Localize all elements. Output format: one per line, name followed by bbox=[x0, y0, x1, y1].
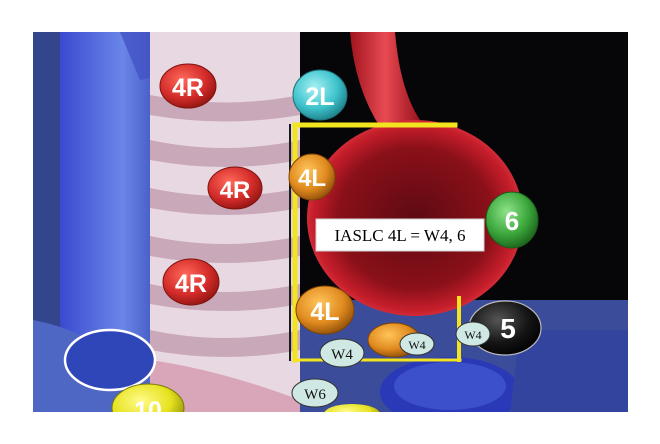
node-10: 10 bbox=[111, 383, 185, 425]
node-label: 4R bbox=[220, 177, 251, 204]
node-label: 4L bbox=[298, 165, 326, 192]
node-label: 6 bbox=[505, 206, 519, 236]
node-2l: 2L bbox=[292, 69, 348, 121]
callout-text: IASLC 4L = W4, 6 bbox=[335, 226, 466, 245]
node-label: 5 bbox=[500, 313, 516, 344]
w-label-text: W4 bbox=[331, 347, 353, 363]
aorta bbox=[307, 120, 523, 316]
w4-right: W4 bbox=[455, 321, 491, 347]
w4-middle: W4 bbox=[399, 332, 435, 356]
node-4l-lower: 4L bbox=[295, 285, 355, 335]
partial-yellow-node bbox=[324, 404, 380, 412]
node-4l-upper: 4L bbox=[288, 153, 336, 201]
node-6: 6 bbox=[485, 191, 539, 249]
node-4r-middle: 4R bbox=[207, 166, 263, 210]
w-label-text: W4 bbox=[408, 338, 425, 352]
w6: W6 bbox=[291, 378, 339, 408]
node-label: 2L bbox=[305, 83, 334, 111]
node-label: 4L bbox=[310, 298, 339, 326]
w-label-text: W6 bbox=[304, 387, 326, 403]
w-label-text: W4 bbox=[464, 328, 481, 342]
node-4r-upper: 4R bbox=[159, 63, 217, 109]
iaslc-callout: IASLC 4L = W4, 6 bbox=[315, 218, 485, 252]
node-label: 4R bbox=[172, 74, 204, 102]
bronchus-ring bbox=[63, 328, 157, 392]
node-label: 4R bbox=[175, 270, 207, 298]
w4-left: W4 bbox=[319, 338, 365, 368]
node-label: 10 bbox=[134, 397, 162, 425]
node-4r-lower: 4R bbox=[162, 258, 220, 306]
aortic-arch bbox=[350, 32, 420, 130]
